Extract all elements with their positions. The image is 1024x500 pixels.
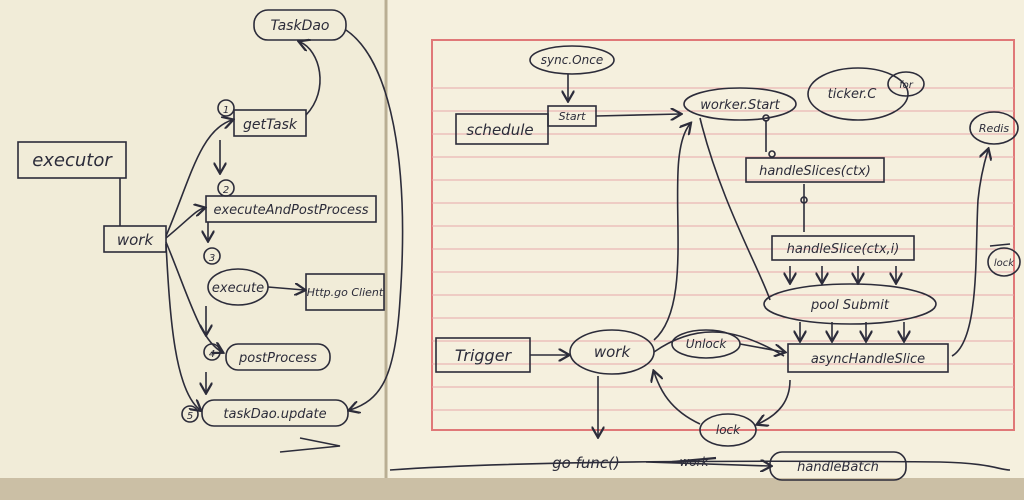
work-box [103, 225, 167, 253]
for-ellipse [887, 71, 925, 97]
long-bottom-line [389, 460, 1011, 471]
unlock-label: Unlock [686, 337, 728, 351]
executor-label: executor [32, 150, 113, 171]
go-func-label: go func() [552, 454, 620, 472]
ticker-ellipse [807, 67, 909, 121]
execute-and-post-label: executeAndPostProcess [213, 203, 368, 218]
lock-side-label: lock [994, 258, 1015, 269]
async-to-lock [758, 379, 791, 424]
work-right-label: work [594, 343, 632, 361]
step-3-num: 3 [209, 253, 215, 264]
unlock-to-async [739, 343, 784, 352]
ticker-label: ticker.C [828, 87, 878, 102]
pool-submit-ellipse [763, 283, 937, 325]
worker-to-pool-curve [699, 117, 771, 301]
sync-once-label: sync.Once [541, 53, 603, 67]
work-to-postprocess [165, 241, 222, 352]
work-to-worker-curve [653, 124, 690, 341]
for-label: for [899, 80, 914, 91]
work-to-async-curve [653, 331, 785, 357]
execute-label: execute [212, 281, 264, 296]
step-3-circle [203, 247, 221, 265]
schedule-box [455, 113, 549, 145]
step-5-num: 5 [187, 411, 193, 422]
http-client-label: Http.go Client [307, 286, 384, 299]
gettask-to-taskdao [300, 42, 321, 116]
lock-side-ellipse [987, 247, 1021, 277]
lock-to-work [654, 372, 701, 425]
pool-submit-label: pool Submit [810, 298, 890, 313]
work-label: work [117, 231, 155, 249]
execute-to-http [267, 287, 304, 290]
gofunc-to-handlebatch [645, 462, 770, 466]
left-page [0, 0, 388, 478]
start-to-worker [595, 114, 680, 116]
step-2-circle [217, 179, 235, 197]
postprocess-label: postProcess [238, 351, 317, 366]
start-label: Start [559, 110, 587, 123]
async-handle-slice-box [787, 343, 949, 373]
gettask-label: getTask [243, 117, 298, 133]
struck-work-label: work [679, 455, 709, 469]
handleslices-label: handleSlices(ctx) [759, 164, 871, 179]
table-edge [0, 478, 1024, 500]
taskdao-label: TaskDao [271, 18, 330, 34]
work-to-execpost [165, 208, 204, 239]
right-page [384, 0, 1024, 478]
lock-ellipse [699, 413, 757, 447]
executor-box [17, 141, 127, 179]
handleslice-box [771, 235, 915, 261]
trigger-label: Trigger [455, 346, 513, 365]
handleslice-label: handleSlice(ctx,i) [787, 242, 900, 257]
schedule-label: schedule [466, 121, 533, 139]
sync-once-ellipse [529, 45, 615, 75]
worker-start-label: worker.Start [700, 98, 780, 113]
postprocess-box [225, 343, 331, 371]
step-1-num: 1 [223, 105, 229, 116]
redis-ellipse [969, 111, 1019, 145]
work-to-update [165, 243, 200, 410]
handle-batch-box [769, 451, 907, 481]
handle-batch-label: handleBatch [797, 460, 879, 475]
lock-side-strike [989, 243, 1011, 247]
worker-start-ellipse [683, 87, 797, 121]
scribble-arrow [279, 437, 341, 453]
step-4-num: 4 [209, 349, 215, 360]
step-2-num: 2 [223, 185, 229, 196]
work-to-gettask [165, 120, 232, 237]
redis-label: Redis [979, 122, 1009, 135]
async-to-redis [951, 150, 988, 357]
handleslices-box [745, 157, 885, 183]
taskdao-update-label: taskDao.update [223, 407, 326, 422]
lock-label: lock [716, 423, 741, 437]
red-ruled-box [431, 39, 1015, 431]
struck-work-line [671, 456, 717, 464]
update-to-taskdao [345, 29, 404, 410]
async-handle-slice-label: asyncHandleSlice [811, 352, 925, 367]
